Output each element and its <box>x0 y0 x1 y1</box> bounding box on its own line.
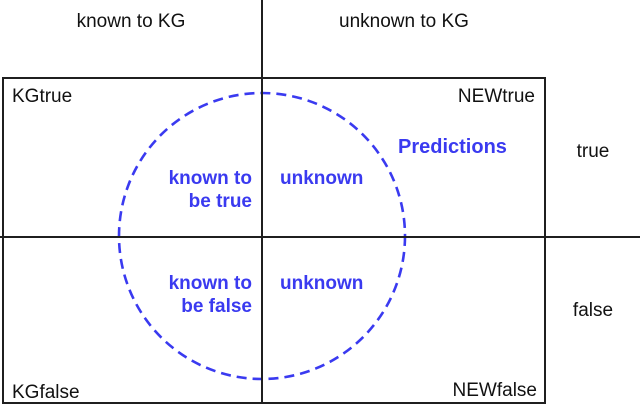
quadrant-label-unknown-true: unknown <box>280 168 364 189</box>
quadrant-label-known-true: known to be true <box>169 167 252 213</box>
horizontal-divider-line <box>0 236 640 238</box>
quadrant-label-known-false-line2: be false <box>181 296 252 317</box>
corner-label-kgtrue: KGtrue <box>12 86 73 107</box>
quadrant-label-known-false-line1: known to <box>168 273 252 294</box>
predictions-title: Predictions <box>398 136 507 158</box>
corner-label-newfalse: NEWfalse <box>452 380 537 401</box>
vertical-divider-line <box>261 0 263 404</box>
quadrant-label-known-true-line1: known to <box>168 168 252 189</box>
corner-label-kgfalse: KGfalse <box>12 382 80 403</box>
row-label-false: false <box>572 300 614 321</box>
row-label-true: true <box>576 141 610 162</box>
quadrant-label-known-false: known to be false <box>169 272 252 318</box>
matrix-outer-box <box>2 77 546 404</box>
column-label-known-to-kg: known to KG <box>76 11 186 32</box>
column-label-unknown-to-kg: unknown to KG <box>339 11 469 32</box>
corner-label-newtrue: NEWtrue <box>457 86 535 107</box>
quadrant-label-unknown-false: unknown <box>280 273 364 294</box>
quadrant-label-known-true-line2: be true <box>188 191 252 212</box>
